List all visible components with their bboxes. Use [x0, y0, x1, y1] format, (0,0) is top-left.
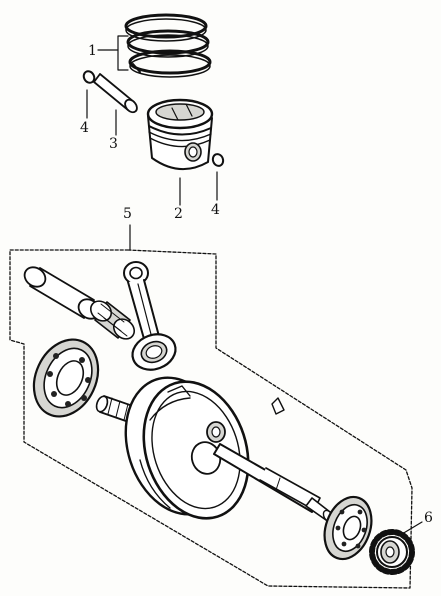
crank-flywheels — [124, 376, 285, 520]
needle-bearing — [89, 300, 136, 340]
label-3: 3 — [109, 136, 118, 152]
piston: 2 — [146, 98, 214, 222]
label-1: 1 — [88, 43, 97, 59]
label-2: 2 — [174, 206, 183, 222]
piston-rings — [124, 13, 212, 78]
crank-pin — [23, 266, 101, 320]
connecting-rod — [123, 261, 177, 371]
right-main-bearing — [323, 495, 373, 561]
left-main-bearing — [32, 338, 100, 418]
label-4-left: 4 — [80, 120, 89, 136]
pin-clip-right: 4 — [211, 153, 225, 218]
right-shaft — [213, 443, 334, 523]
piston-pin: 3 — [93, 73, 138, 152]
drive-gear: 6 — [369, 510, 433, 575]
callout-1: 1 — [88, 35, 129, 71]
assembly-boundary: 5 — [9, 206, 413, 589]
label-6: 6 — [424, 510, 433, 526]
label-4-right: 4 — [211, 202, 220, 218]
label-5: 5 — [123, 206, 132, 222]
pin-clip-left: 4 — [80, 70, 96, 136]
